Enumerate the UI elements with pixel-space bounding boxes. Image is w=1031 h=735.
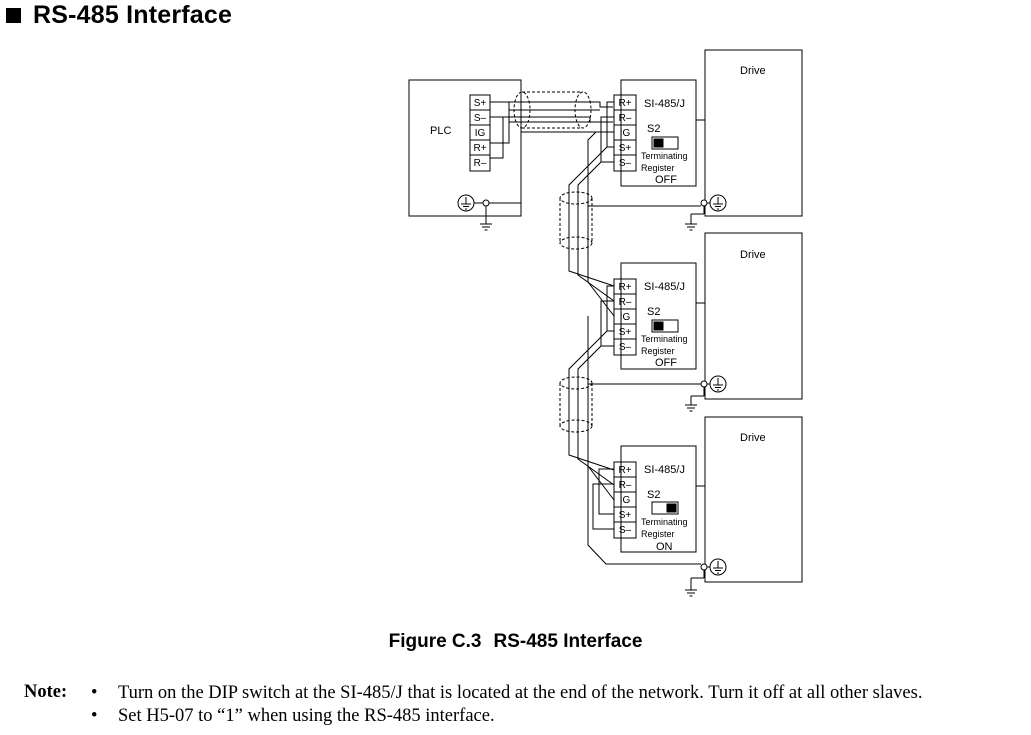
drive-label: Drive [740, 65, 766, 77]
drive-label: Drive [740, 249, 766, 261]
drive-label: Drive [740, 432, 766, 444]
figure-caption: Figure C.3 RS-485 Interface [0, 631, 1031, 653]
drive-terminal-label: S– [619, 158, 632, 169]
switch-state-label: OFF [655, 174, 677, 186]
dip-switch-2 [651, 319, 679, 333]
board-label: SI-485/J [644, 281, 685, 293]
switch-label: S2 [647, 306, 660, 318]
plc-terminal-label: R– [474, 158, 487, 169]
drive-terminal-label: R+ [618, 465, 631, 476]
board-label: SI-485/J [644, 98, 685, 110]
shield-icon [559, 376, 593, 433]
earth-ground-icon [685, 404, 697, 412]
terminating-label: Terminating [641, 334, 688, 344]
plc-terminal-block [469, 94, 491, 172]
si485-board-1 [620, 79, 697, 187]
earth-ground-icon [480, 223, 492, 231]
terminal-block-3 [613, 461, 637, 539]
switch-state-label: ON [656, 541, 673, 553]
earth-ground-icon [685, 223, 697, 231]
drive-terminal-label: R– [619, 480, 632, 491]
drive-terminal-label: S+ [619, 143, 632, 154]
figure-title: RS-485 Interface [493, 631, 643, 652]
note-item: Set H5-07 to “1” when using the RS-485 i… [90, 705, 922, 728]
plc-terminal-label: S+ [474, 98, 487, 109]
drive-terminal-label: R+ [618, 282, 631, 293]
drive-terminal-label: S+ [619, 327, 632, 338]
note-item: Turn on the DIP switch at the SI-485/J t… [90, 682, 922, 705]
register-label: Register [641, 529, 675, 539]
switch-state-label: OFF [655, 357, 677, 369]
ground-icon [709, 558, 727, 576]
plc-terminal-label: S– [474, 113, 487, 124]
ground-icon [709, 375, 727, 393]
drive-terminal-label: S– [619, 342, 632, 353]
drive-terminal-label: R– [619, 113, 632, 124]
terminal-block-2 [613, 278, 637, 356]
section-bullet-square [6, 7, 21, 23]
plc-terminal-label: IG [475, 128, 486, 139]
drive-terminal-label: IG [620, 495, 631, 506]
plc-terminal-label: R+ [473, 143, 486, 154]
dip-switch-3 [651, 501, 679, 515]
terminating-label: Terminating [641, 517, 688, 527]
note-list: Turn on the DIP switch at the SI-485/J t… [90, 682, 922, 728]
si485-board-2 [620, 262, 697, 370]
drive-box-1 [704, 49, 803, 217]
si485-board-3 [620, 445, 697, 553]
terminal-block-1 [613, 94, 637, 172]
plc-label: PLC [430, 125, 451, 137]
shield-icon [513, 91, 592, 129]
drive-box-2 [704, 232, 803, 400]
earth-ground-icon [685, 589, 697, 597]
plc-box [408, 79, 522, 217]
switch-label: S2 [647, 123, 660, 135]
switch-label: S2 [647, 489, 660, 501]
note-label: Note: [24, 682, 68, 702]
drive-terminal-label: S+ [619, 510, 632, 521]
ground-icon [709, 194, 727, 212]
drive-terminal-label: S– [619, 525, 632, 536]
drive-terminal-label: IG [620, 312, 631, 323]
drive-terminal-label: R– [619, 297, 632, 308]
terminating-label: Terminating [641, 151, 688, 161]
drive-terminal-label: IG [620, 128, 631, 139]
drive-terminal-label: R+ [618, 98, 631, 109]
section-header: RS-485 Interface [6, 0, 232, 30]
dip-switch-1 [651, 136, 679, 150]
drive-box-3 [704, 416, 803, 583]
section-title: RS-485 Interface [33, 0, 233, 29]
register-label: Register [641, 163, 675, 173]
shield-icon [559, 191, 593, 250]
ground-icon [457, 194, 475, 212]
figure-number: Figure C.3 [388, 631, 482, 652]
board-label: SI-485/J [644, 464, 685, 476]
register-label: Register [641, 346, 675, 356]
